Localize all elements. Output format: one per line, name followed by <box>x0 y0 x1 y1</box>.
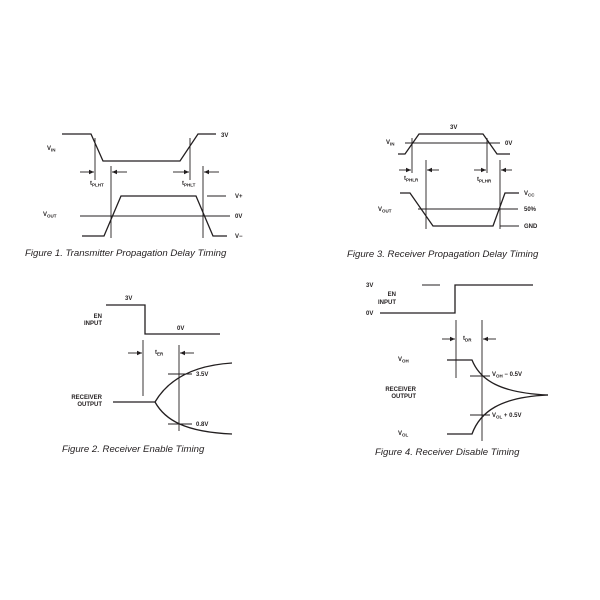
figure-2-caption: Figure 2. Receiver Enable Timing <box>62 444 205 455</box>
vout-waveform <box>82 195 227 237</box>
figure-3-caption: Figure 3. Receiver Propagation Delay Tim… <box>347 249 539 260</box>
tplhr-label: tPLHR <box>477 177 492 184</box>
figure-1-transmitter-propagation-delay: VIN 3V tPLHT tPHLT VOUT V+ 0V V− Figure … <box>25 133 243 259</box>
figure-4-receiver-disable: 3V EN INPUT 0V tDR VOH VOL RECEIVER OUTP… <box>366 283 549 458</box>
voh-label: VOH <box>398 357 409 364</box>
tphlr-label: tPHLR <box>404 176 419 183</box>
output-label: OUTPUT <box>77 402 102 408</box>
level-0v-label: 0V <box>505 141 512 147</box>
vout-waveform <box>400 192 519 227</box>
level-3v-label: 3V <box>125 296 132 302</box>
figure-4-caption: Figure 4. Receiver Disable Timing <box>375 447 520 458</box>
vol-plus-label: VOL + 0.5V <box>492 413 521 420</box>
receiver-label: RECEIVER <box>71 395 102 401</box>
level-0v-label: 0V <box>235 214 242 220</box>
level-0v-label: 0V <box>177 326 184 332</box>
output-rising-curve <box>113 362 233 403</box>
level-3v-label: 3V <box>366 283 373 289</box>
output-decay-low <box>447 394 549 435</box>
level-3-5v-label: 3.5V <box>196 372 208 378</box>
level-0v-label: 0V <box>366 311 373 317</box>
vin-label: VIN <box>386 140 395 147</box>
output-falling-curve <box>154 401 233 435</box>
level-0-8v-label: 0.8V <box>196 422 208 428</box>
en-waveform <box>106 304 220 335</box>
figure-3-receiver-propagation-delay: 3V VIN 0V tPHLR tPLHR VOUT VCC 50% GND F… <box>347 125 539 260</box>
input-label: INPUT <box>378 300 396 306</box>
output-decay-high <box>447 359 549 396</box>
ter-label: tER <box>155 350 164 357</box>
output-label: OUTPUT <box>391 394 416 400</box>
vminus-label: V− <box>235 234 243 240</box>
receiver-label: RECEIVER <box>385 387 416 393</box>
gnd-label: GND <box>524 224 538 230</box>
vplus-label: V+ <box>235 194 243 200</box>
en-waveform <box>380 284 533 314</box>
en-label: EN <box>94 314 102 320</box>
vin-label: VIN <box>47 146 56 153</box>
level-3v-label: 3V <box>450 125 457 131</box>
vout-label: VOUT <box>378 207 392 214</box>
tdr-label: tDR <box>463 336 472 343</box>
vin-waveform <box>398 133 510 155</box>
tphlt-label: tPHLT <box>182 181 196 188</box>
en-label: EN <box>388 292 396 298</box>
figure-2-receiver-enable: 3V EN INPUT 0V tER RECEIVER OUTPUT 3.5V … <box>62 296 233 455</box>
vcc-label: VCC <box>524 191 535 198</box>
figure-1-caption: Figure 1. Transmitter Propagation Delay … <box>25 248 227 259</box>
vol-label: VOL <box>398 431 409 438</box>
voh-minus-label: VOH − 0.5V <box>492 372 522 379</box>
tplht-label: tPLHT <box>90 181 104 188</box>
fifty-percent-label: 50% <box>524 207 537 213</box>
input-label: INPUT <box>84 321 102 327</box>
level-3v-label: 3V <box>221 133 228 139</box>
vout-label: VOUT <box>43 212 57 219</box>
vin-waveform <box>62 133 216 162</box>
